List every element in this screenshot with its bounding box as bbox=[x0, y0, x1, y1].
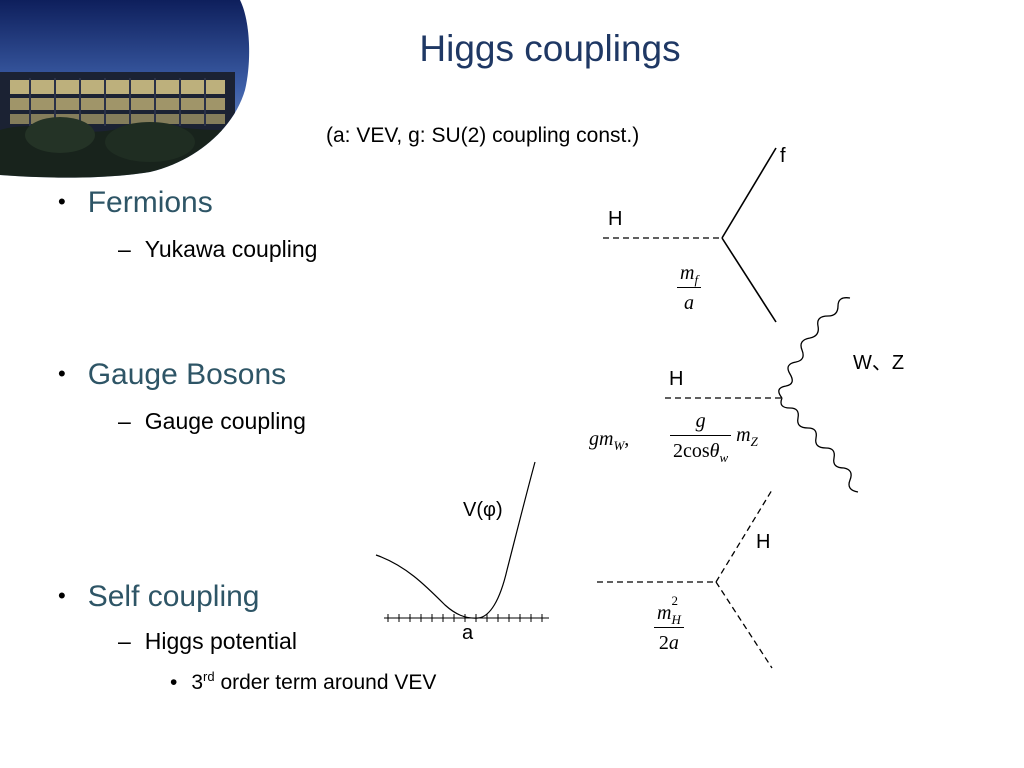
gauge-boson-wavy-up bbox=[778, 297, 851, 399]
fermion-f-label: f bbox=[780, 145, 786, 167]
potential-axis-ticks bbox=[387, 614, 543, 622]
bullet-label: Fermions bbox=[87, 186, 213, 219]
self-higgs-line-up bbox=[715, 489, 773, 583]
bullet-fermions: •Fermions bbox=[58, 186, 213, 219]
bullet-self-coupling: •Self coupling bbox=[58, 580, 260, 613]
bullet-label: Self coupling bbox=[87, 580, 260, 613]
sub-bullet-label: Yukawa coupling bbox=[144, 236, 318, 262]
potential-min-label: a bbox=[462, 622, 474, 644]
slide-subtitle: (a: VEV, g: SU(2) coupling const.) bbox=[326, 124, 640, 147]
sub-bullet-gauge-coupling: –Gauge coupling bbox=[118, 408, 306, 434]
fermion-coupling: mf a bbox=[677, 262, 702, 315]
header-building-photo bbox=[0, 0, 258, 178]
gauge-boson-wavy-down bbox=[780, 397, 859, 493]
self-h-label: H bbox=[756, 531, 771, 553]
bullet-gauge-bosons: •Gauge Bosons bbox=[58, 358, 287, 391]
potential-curve bbox=[375, 461, 536, 619]
sub-bullet-yukawa: –Yukawa coupling bbox=[118, 236, 318, 262]
sub-bullet-label: Higgs potential bbox=[144, 628, 297, 654]
fermion-in-line bbox=[721, 237, 777, 323]
sub-bullet-label: Gauge coupling bbox=[144, 408, 306, 434]
fermion-out-line bbox=[721, 147, 777, 239]
self-higgs-line-down bbox=[715, 581, 773, 669]
sub-bullet-higgs-potential: –Higgs potential bbox=[118, 628, 297, 654]
gauge-coupling-z: g 2cosθw mZ bbox=[670, 410, 758, 465]
bullet-label: Gauge Bosons bbox=[87, 358, 287, 391]
fermion-h-label: H bbox=[608, 208, 623, 230]
sub-sub-bullet-third-order: •3rd order term around VEV bbox=[170, 669, 437, 694]
gauge-coupling-w: gmW, bbox=[589, 428, 630, 453]
gauge-h-label: H bbox=[669, 368, 684, 390]
potential-ylabel: V(φ) bbox=[463, 499, 503, 521]
slide-title: Higgs couplings bbox=[419, 28, 681, 69]
gauge-boson-label: W、Z bbox=[853, 352, 905, 374]
